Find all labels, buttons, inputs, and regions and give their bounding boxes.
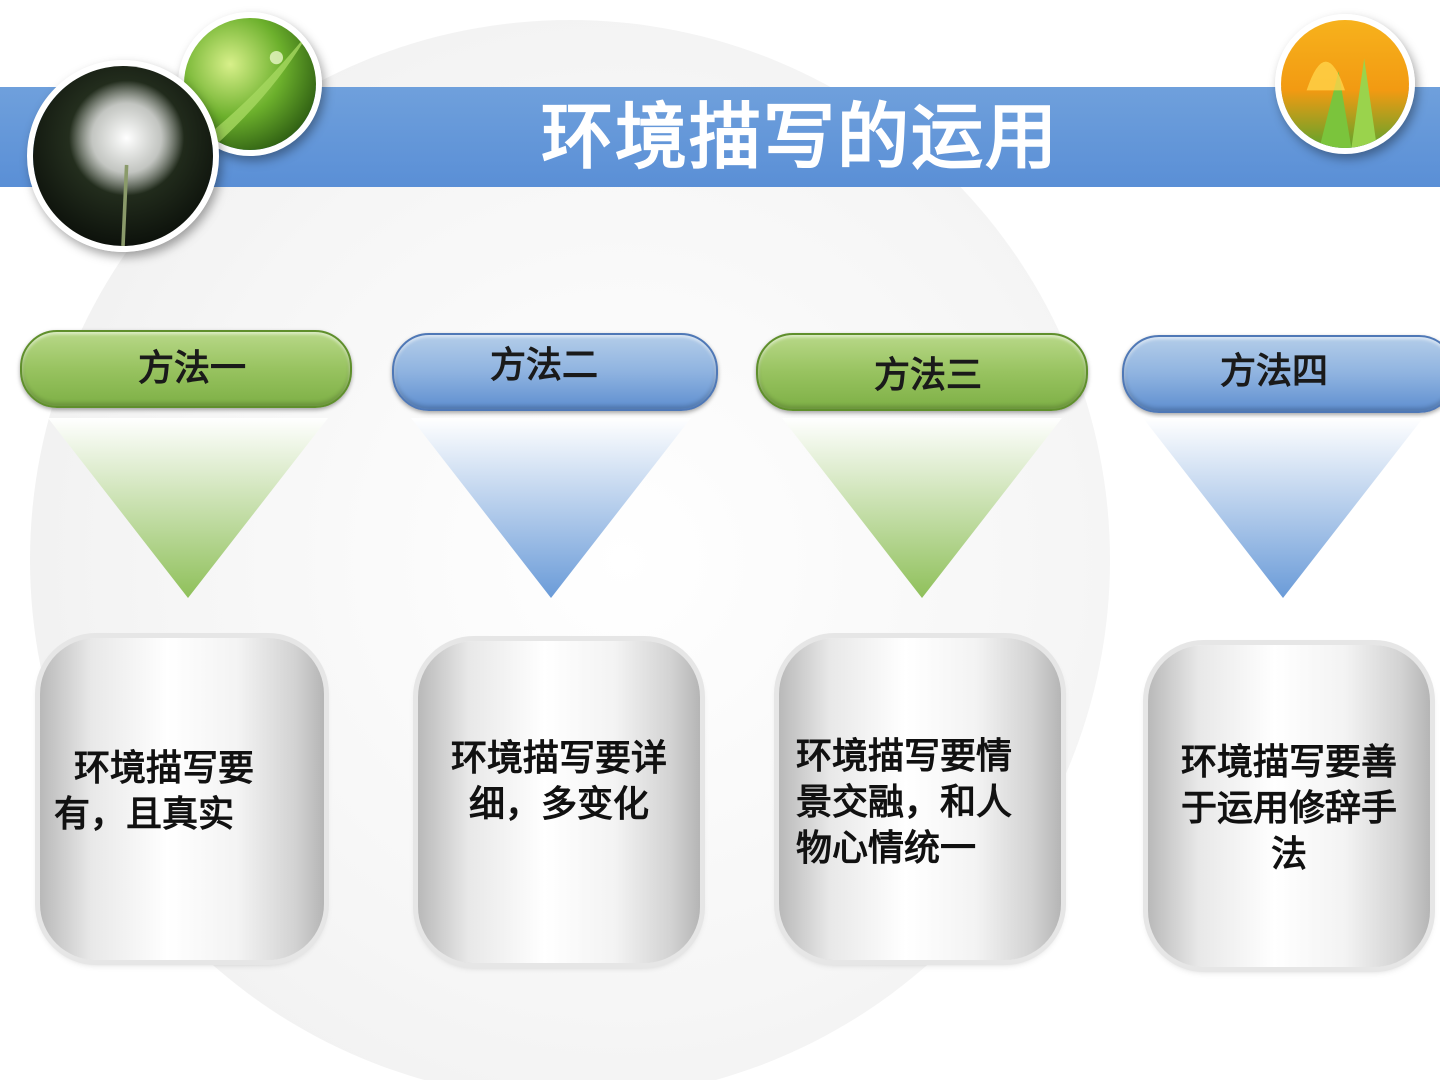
green-leaf-photo [178, 12, 322, 156]
method-three-arrow [782, 418, 1062, 598]
method-three-pill: 方法三 [756, 333, 1088, 411]
method-three-text: 环境描写要情景交融，和人物心情统一 [796, 736, 1013, 869]
method-three-card [779, 638, 1061, 960]
method-four-text: 环境描写要善于运用修辞手法 [1180, 742, 1397, 875]
method-one-text: 环境描写要有，且真实 [54, 748, 255, 835]
method-four-card [1148, 645, 1430, 967]
method-one-pill: 方法一 [20, 330, 352, 408]
slide-title: 环境描写的运用 [540, 95, 1059, 179]
dandelion-photo [27, 60, 219, 252]
method-four-arrow [1143, 418, 1423, 598]
method-two-label: 方法二 [490, 345, 599, 386]
method-four-pill: 方法四 [1122, 335, 1440, 413]
method-two-text: 环境描写要详细，多变化 [450, 738, 667, 825]
method-one-label: 方法一 [138, 348, 247, 389]
method-three-label: 方法三 [874, 355, 983, 396]
method-one-arrow [48, 418, 328, 598]
method-four-label: 方法四 [1220, 351, 1329, 392]
method-one-card [40, 638, 324, 960]
tulip-photo [1275, 14, 1415, 154]
method-two-pill: 方法二 [392, 333, 718, 411]
method-two-arrow [411, 418, 691, 598]
method-two-card [418, 641, 700, 963]
